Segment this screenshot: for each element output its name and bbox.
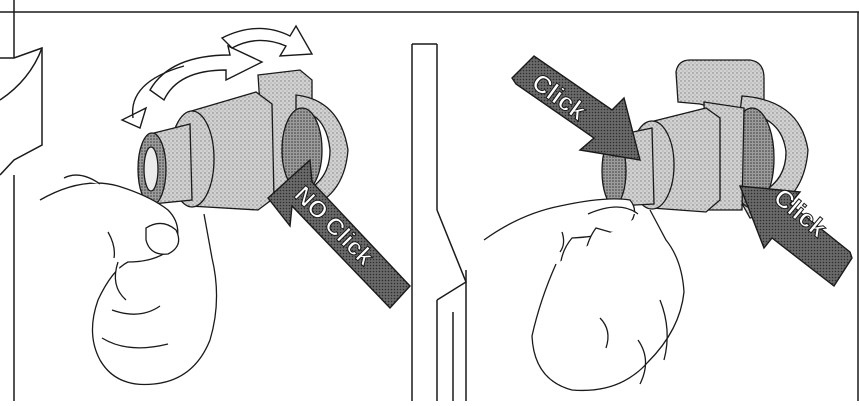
previous-step-arrow — [0, 46, 43, 176]
left-panel: NO Click — [39, 24, 411, 386]
tube-connector — [137, 91, 275, 211]
right-panel: Click Click — [483, 55, 853, 392]
step-divider-arrow — [411, 43, 467, 401]
no-click-label: NO Click — [289, 181, 379, 271]
hand-left — [39, 174, 218, 386]
rotation-arrows-icon — [120, 24, 314, 129]
click-arrow-top: Click — [511, 55, 641, 161]
click-arrow-right: Click — [738, 183, 853, 288]
hand-right — [483, 198, 685, 392]
tube-connector-right — [601, 107, 721, 213]
